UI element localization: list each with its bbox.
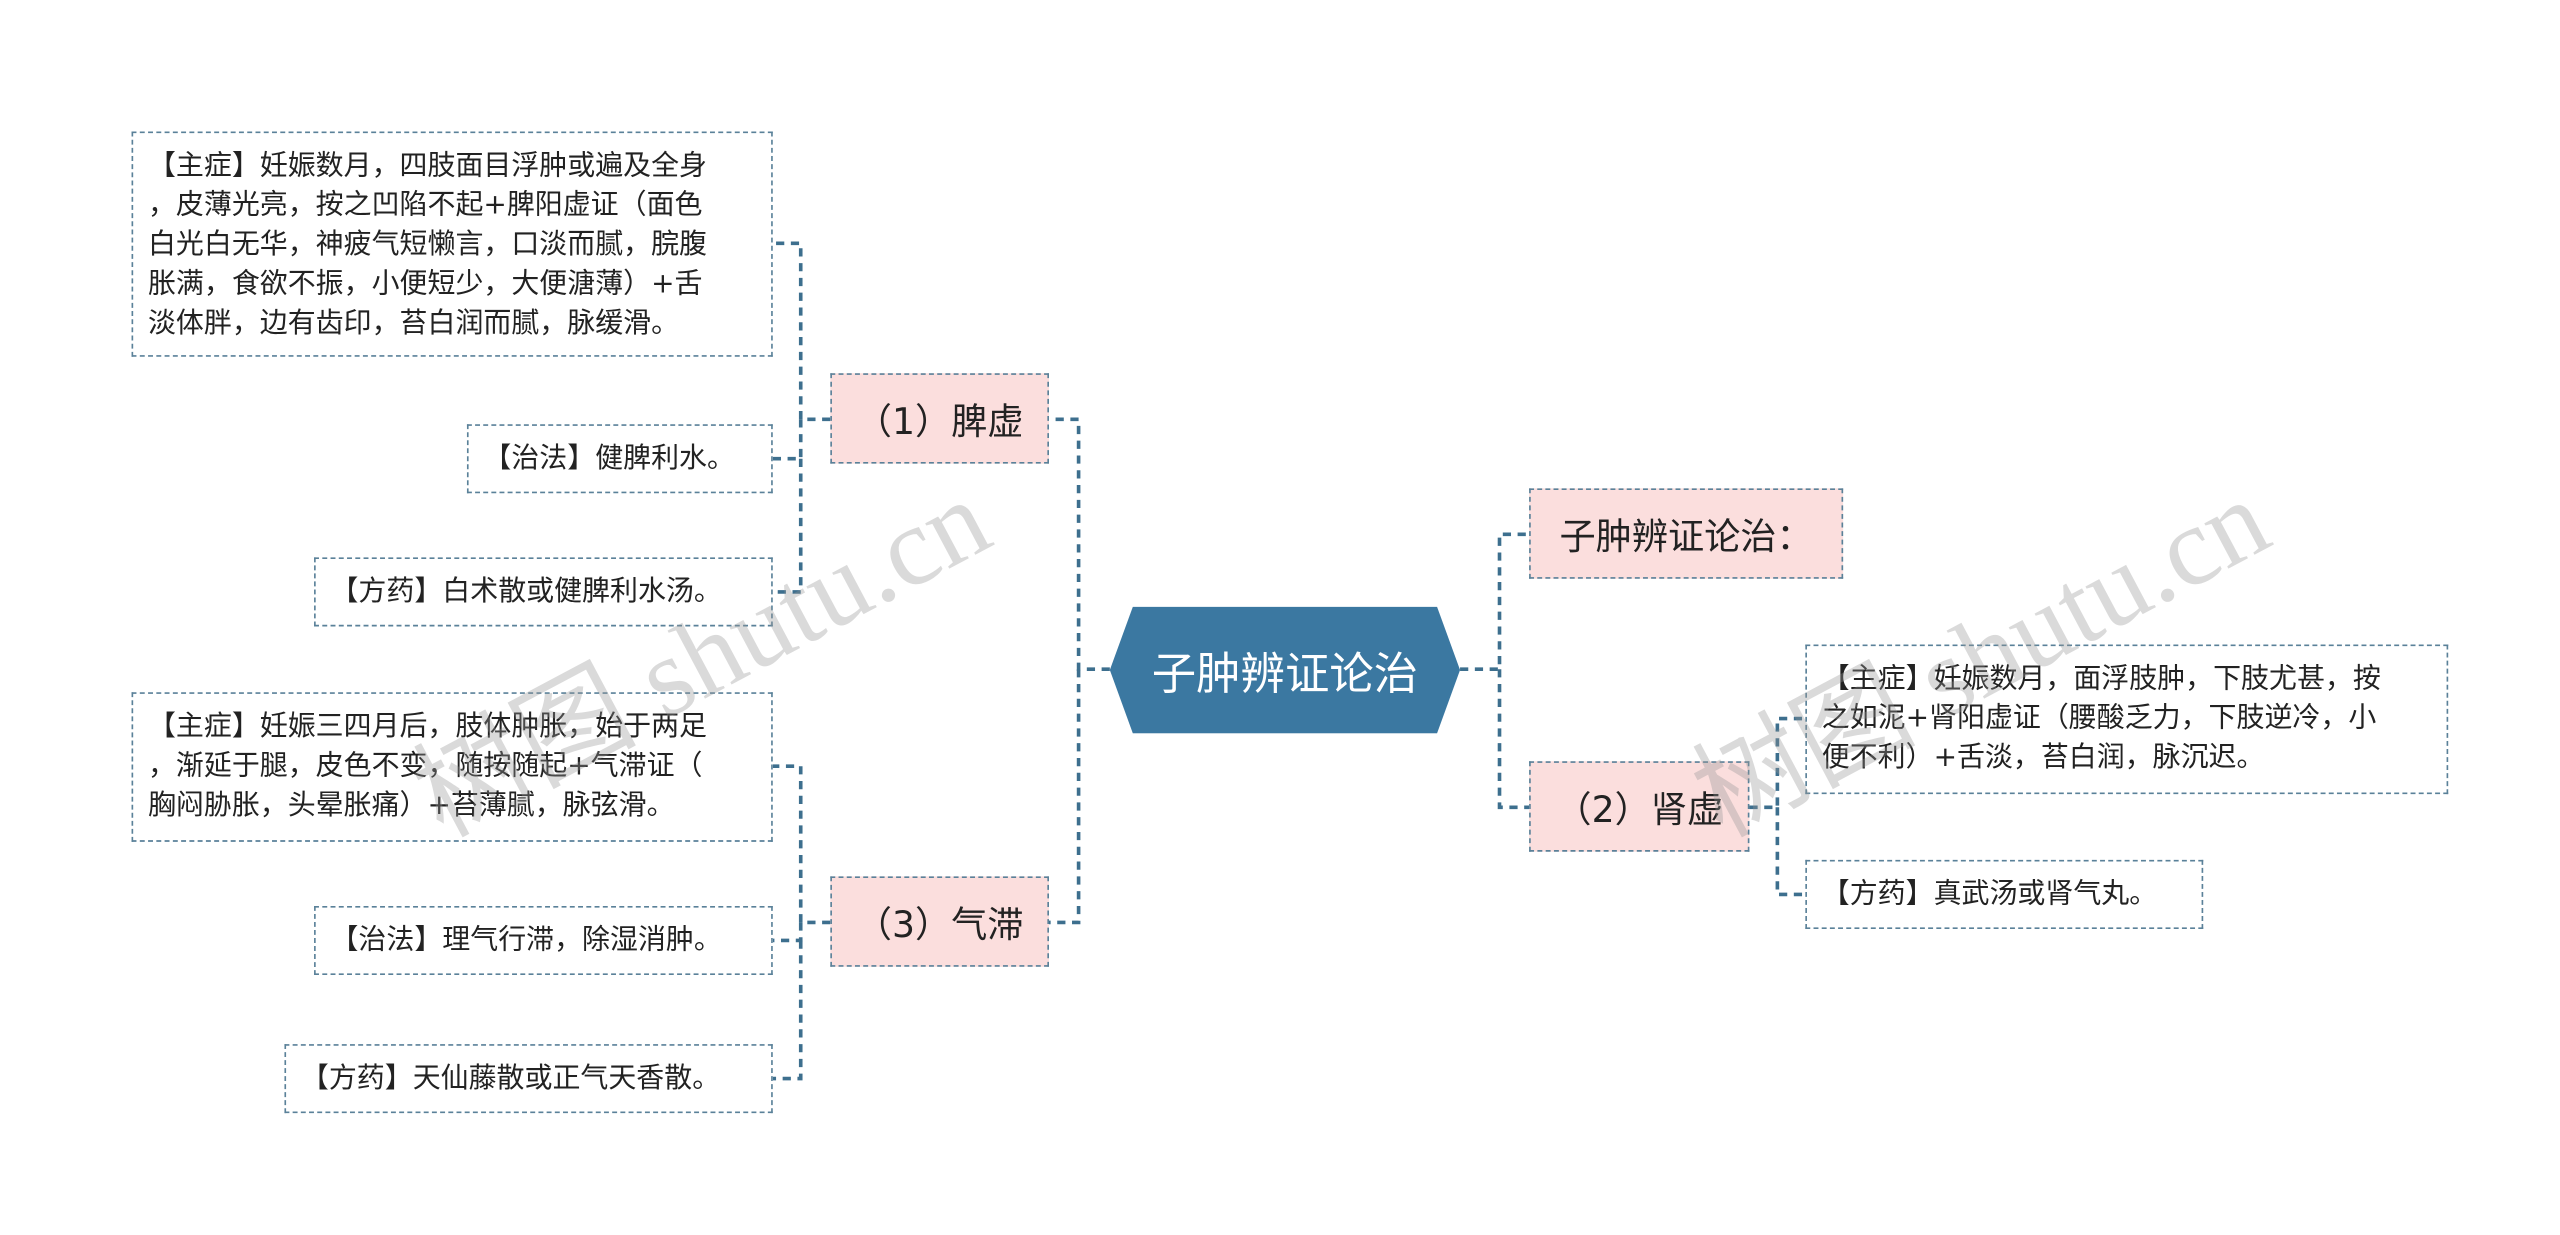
branch-qizhi-label: （3）气滞	[855, 905, 1024, 947]
leaf-pixu-zhifa[interactable]: 【治法】健脾利水。	[466, 424, 773, 494]
branch-pixu[interactable]: （1）脾虚	[830, 373, 1049, 464]
leaf-qizhi-zhuzheng[interactable]: 【主症】妊娠三四月后，肢体肿胀，始于两足 ，渐延于腿，皮色不变，随按随起+气滞证…	[131, 692, 773, 842]
branch-shenxu-label: （2）肾虚	[1555, 790, 1724, 832]
branch-pixu-label: （1）脾虚	[855, 402, 1024, 444]
branch-intro[interactable]: 子肿辨证论治：	[1529, 488, 1844, 579]
branch-qizhi[interactable]: （3）气滞	[830, 876, 1049, 967]
root-node[interactable]: 子肿辨证论治	[1109, 606, 1461, 734]
branch-intro-label: 子肿辨证论治：	[1559, 517, 1813, 559]
leaf-shenxu-fangyao[interactable]: 【方药】真武汤或肾气丸。	[1805, 859, 2204, 929]
leaf-shenxu-zhuzheng[interactable]: 【主症】妊娠数月，面浮肢肿，下肢尤甚，按 之如泥+肾阳虚证（腰酸乏力，下肢逆冷，…	[1805, 644, 2449, 795]
leaf-qizhi-fangyao[interactable]: 【方药】天仙藤散或正气天香散。	[284, 1044, 773, 1114]
root-hexagon-shape	[1109, 606, 1461, 734]
branch-shenxu[interactable]: （2）肾虚	[1529, 761, 1750, 852]
root-label: 子肿辨证论治	[1151, 649, 1419, 701]
leaf-qizhi-zhifa[interactable]: 【治法】理气行滞，除湿消肿。	[314, 905, 773, 976]
leaf-pixu-fangyao[interactable]: 【方药】白术散或健脾利水汤。	[314, 557, 773, 627]
leaf-pixu-zhuzheng[interactable]: 【主症】妊娠数月，四肢面目浮肿或遍及全身 ，皮薄光亮，按之凹陷不起+脾阳虚证（面…	[131, 131, 773, 357]
